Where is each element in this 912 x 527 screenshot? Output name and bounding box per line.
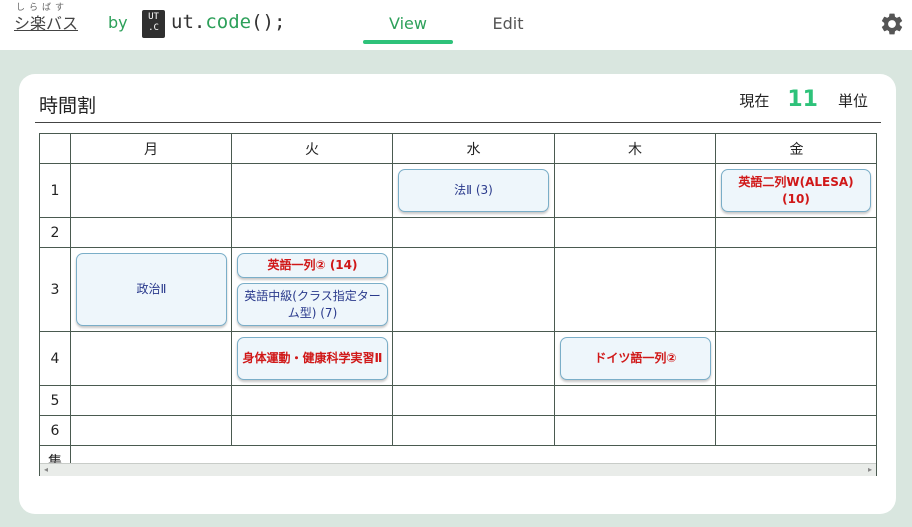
utcode-logo-icon: UT .C: [142, 10, 165, 38]
utc-mark-top: UT: [148, 12, 159, 22]
scroll-right-icon[interactable]: ▸: [867, 465, 872, 474]
utc-name-code: code: [205, 11, 252, 33]
slot-thu-1[interactable]: [555, 164, 716, 218]
slot-mon-3[interactable]: [71, 248, 232, 332]
period-header-4: 4: [40, 332, 71, 386]
utcode-name[interactable]: ut.code();: [171, 11, 285, 33]
slot-fri-2[interactable]: [716, 218, 877, 248]
course-card-tue-4[interactable]: 身体運動・健康科学実習Ⅱ: [237, 337, 388, 380]
slot-thu-6[interactable]: [555, 416, 716, 446]
slot-wed-4[interactable]: [393, 332, 555, 386]
credits-count: 11: [787, 87, 818, 112]
by-label: by: [108, 13, 128, 32]
active-tab-indicator: [363, 40, 453, 44]
slot-mon-4[interactable]: [71, 332, 232, 386]
slot-thu-5[interactable]: [555, 386, 716, 416]
slot-mon-1[interactable]: [71, 164, 232, 218]
slot-thu-2[interactable]: [555, 218, 716, 248]
corner-cell: [40, 134, 71, 164]
timetable-card: 時間割 現在 11 単位 月 火 水 木 金 1 2 3 4 5 6 集: [19, 74, 896, 514]
day-header-mon: 月: [71, 134, 232, 164]
horizontal-scrollbar[interactable]: ◂ ▸: [40, 463, 876, 476]
slot-mon-2[interactable]: [71, 218, 232, 248]
slot-mon-6[interactable]: [71, 416, 232, 446]
slot-mon-5[interactable]: [71, 386, 232, 416]
course-card-thu-4[interactable]: ドイツ語一列②: [560, 337, 711, 380]
logo-text[interactable]: シ楽バス: [14, 14, 79, 33]
period-header-2: 2: [40, 218, 71, 248]
app-logo[interactable]: しらばす シ楽バス: [14, 3, 78, 35]
timetable-grid: 月 火 水 木 金 1 2 3 4 5 6 集: [39, 133, 877, 476]
slot-thu-4[interactable]: [555, 332, 716, 386]
gear-icon[interactable]: [879, 11, 905, 37]
logo-ruby: しらばす: [16, 3, 69, 13]
slot-wed-3[interactable]: [393, 248, 555, 332]
period-header-3: 3: [40, 248, 71, 332]
credits-label-after: 単位: [837, 92, 868, 110]
day-header-tue: 火: [232, 134, 393, 164]
shuchu-slot[interactable]: [71, 446, 877, 463]
scroll-left-icon[interactable]: ◂: [44, 465, 49, 474]
credits-summary: 現在 11 単位: [739, 87, 868, 112]
day-header-wed: 水: [393, 134, 555, 164]
slot-tue-2[interactable]: [232, 218, 393, 248]
course-card-tue-3b[interactable]: 英語中級(クラス指定ターム型) (7): [237, 283, 388, 326]
slot-wed-5[interactable]: [393, 386, 555, 416]
slot-tue-5[interactable]: [232, 386, 393, 416]
slot-tue-1[interactable]: [232, 164, 393, 218]
period-header-1: 1: [40, 164, 71, 218]
period-header-5: 5: [40, 386, 71, 416]
course-card-wed-1[interactable]: 法Ⅱ (3): [398, 169, 549, 212]
course-card-fri-1[interactable]: 英語二列W(ALESA) (10): [721, 169, 871, 212]
period-header-6: 6: [40, 416, 71, 446]
course-card-tue-3a[interactable]: 英語一列② (14): [237, 253, 388, 278]
slot-wed-2[interactable]: [393, 218, 555, 248]
day-header-fri: 金: [716, 134, 877, 164]
slot-thu-3[interactable]: [555, 248, 716, 332]
slot-fri-4[interactable]: [716, 332, 877, 386]
slot-tue-6[interactable]: [232, 416, 393, 446]
credits-label-before: 現在: [739, 92, 770, 110]
course-card-mon-3[interactable]: 政治Ⅱ: [76, 253, 227, 326]
slot-fri-3[interactable]: [716, 248, 877, 332]
slot-wed-6[interactable]: [393, 416, 555, 446]
page-title: 時間割: [39, 95, 97, 117]
tab-edit[interactable]: Edit: [492, 14, 524, 33]
title-divider: [35, 122, 881, 123]
utc-name-prefix: ut.: [171, 11, 206, 33]
utc-mark-bottom: .C: [148, 23, 159, 33]
slot-fri-6[interactable]: [716, 416, 877, 446]
day-header-thu: 木: [555, 134, 716, 164]
tab-view[interactable]: View: [389, 14, 427, 33]
slot-tue-3[interactable]: [232, 248, 393, 332]
slot-fri-5[interactable]: [716, 386, 877, 416]
top-bar: しらばす シ楽バス by UT .C ut.code(); View Edit: [0, 0, 912, 50]
slot-tue-4[interactable]: [232, 332, 393, 386]
slot-fri-1[interactable]: [716, 164, 877, 218]
utc-name-suffix: ();: [251, 11, 286, 33]
slot-wed-1[interactable]: [393, 164, 555, 218]
